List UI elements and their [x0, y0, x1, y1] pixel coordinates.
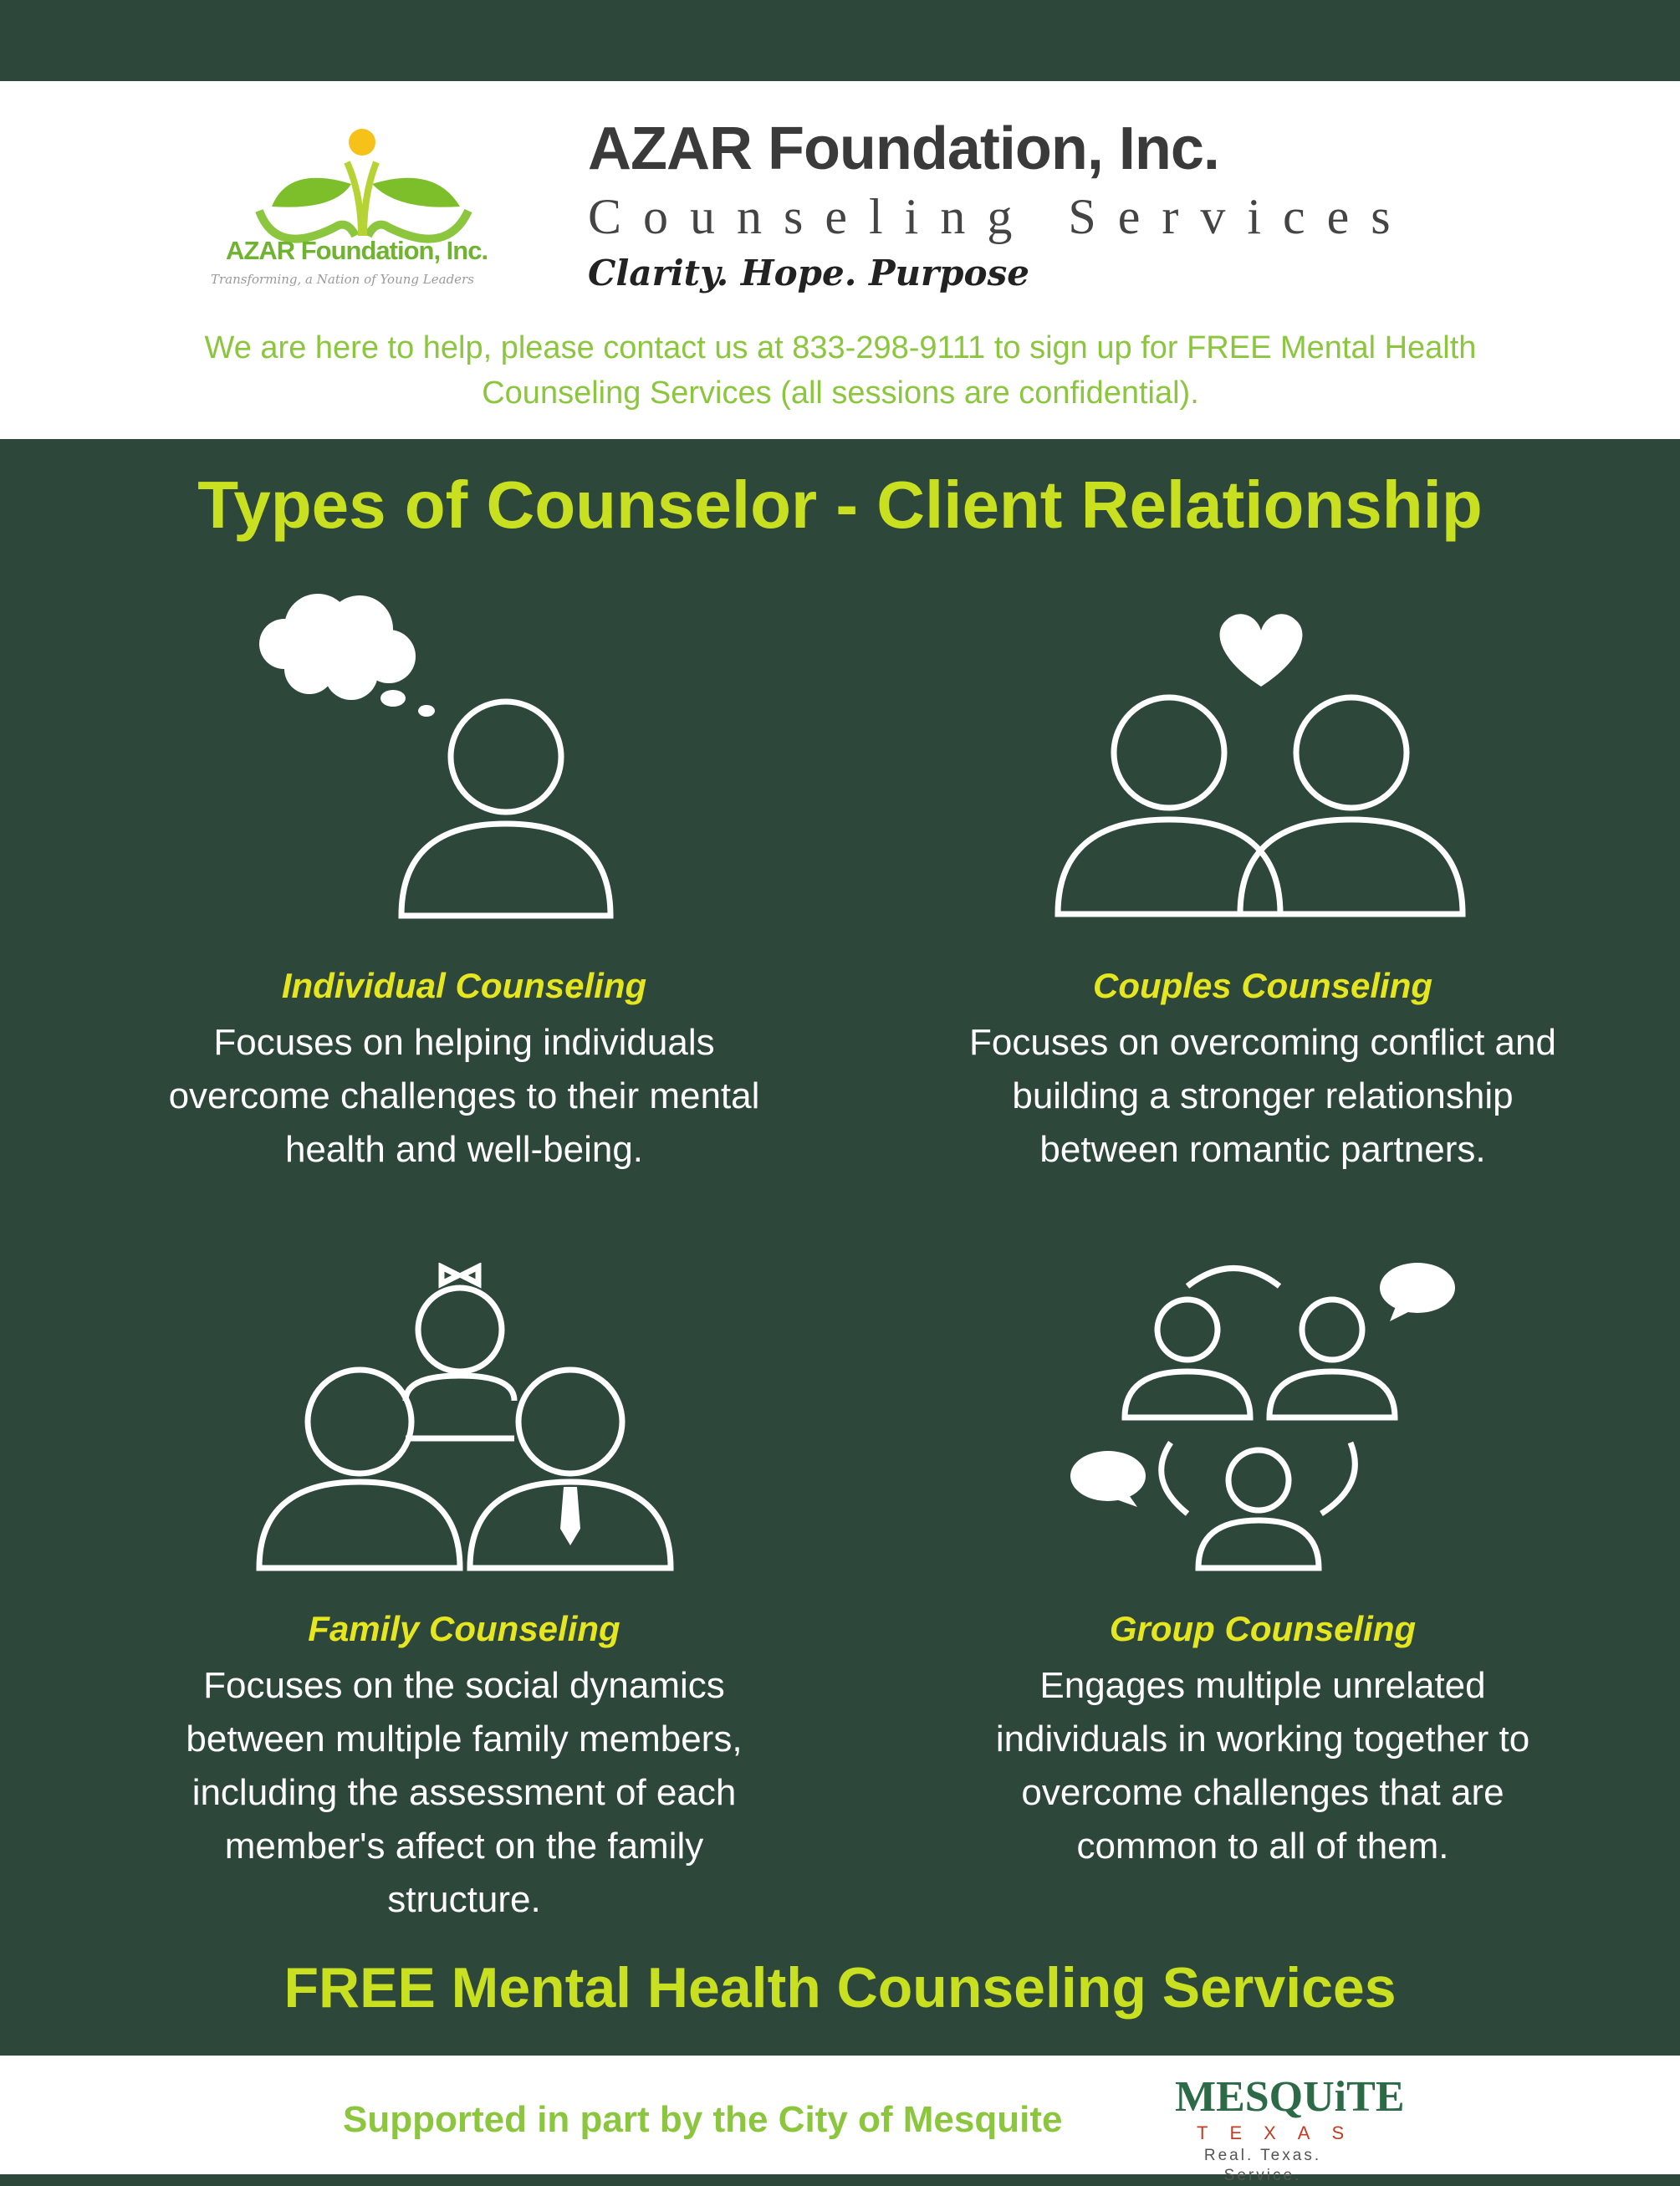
- contact-line: We are here to help, please contact us a…: [204, 330, 1477, 365]
- card-description: Focuses on helping individuals overcome …: [50, 1016, 878, 1177]
- contact-text: We are here to help, please contact us a…: [100, 325, 1580, 416]
- desc-line: common to all of them.: [1076, 1826, 1449, 1867]
- desc-line: between multiple family members,: [186, 1719, 743, 1760]
- card-description: Focuses on the social dynamics between m…: [50, 1659, 878, 1927]
- card-title: Family Counseling: [308, 1609, 620, 1648]
- desc-line: health and well-being.: [284, 1129, 644, 1170]
- card-title: Group Counseling: [1109, 1609, 1417, 1648]
- bottom-title: FREE Mental Health Counseling Services: [283, 1956, 1397, 2020]
- desc-line: individuals in working together to: [995, 1719, 1530, 1760]
- header: AZAR Foundation, Inc. Transforming, a Na…: [0, 81, 1680, 439]
- org-subtitle: Counseling Services: [588, 189, 1412, 244]
- card-description: Engages multiple unrelated individuals i…: [861, 1659, 1664, 1873]
- main-title: Types of Counselor - Client Relationship: [197, 467, 1483, 542]
- family-icon: [256, 1263, 674, 1571]
- desc-line: overcome challenges to their mental: [168, 1075, 760, 1116]
- mesquite-name: MESQUiTE: [1175, 2073, 1405, 2121]
- contact-line: Counseling Services (all sessions are co…: [482, 375, 1199, 411]
- couple-heart-icon: [1054, 614, 1466, 917]
- desc-line: between romantic partners.: [1039, 1129, 1486, 1170]
- mesquite-state: TEXAS: [1197, 2122, 1366, 2143]
- top-bar: [0, 0, 1680, 81]
- logo-tagline: Transforming, a Nation of Young Leaders: [211, 272, 474, 287]
- desc-line: structure.: [387, 1879, 541, 1920]
- desc-line: overcome challenges that are: [1021, 1772, 1504, 1813]
- desc-line: Focuses on helping individuals: [213, 1022, 715, 1063]
- desc-line: member's affect on the family: [224, 1826, 704, 1867]
- logo-name: AZAR Foundation, Inc.: [226, 236, 488, 265]
- footer: Supported in part by the City of Mesquit…: [0, 2056, 1680, 2184]
- org-name: AZAR Foundation, Inc.: [588, 115, 1220, 182]
- desc-line: Focuses on the social dynamics: [203, 1665, 725, 1706]
- desc-line: including the assessment of each: [191, 1772, 737, 1813]
- mesquite-logo: MESQUiTE TEXAS Real. Texas. Service.: [1175, 2073, 1405, 2186]
- org-tagline: Clarity. Hope. Purpose: [588, 253, 1029, 294]
- supported-text: Supported in part by the City of Mesquit…: [343, 2099, 1063, 2140]
- desc-line: building a stronger relationship: [1012, 1075, 1514, 1116]
- desc-line: Focuses on overcoming conflict and: [969, 1022, 1556, 1063]
- mesquite-tagline: Real. Texas. Service.: [1203, 2147, 1322, 2184]
- group-chat-icon: [1070, 1263, 1455, 1571]
- card-title: Couples Counseling: [1092, 966, 1432, 1005]
- card-title: Individual Counseling: [281, 966, 647, 1005]
- card-description: Focuses on overcoming conflict and build…: [861, 1016, 1664, 1177]
- azar-logo-icon: [255, 129, 472, 243]
- desc-line: Engages multiple unrelated: [1039, 1665, 1486, 1706]
- thought-person-icon: [259, 594, 614, 919]
